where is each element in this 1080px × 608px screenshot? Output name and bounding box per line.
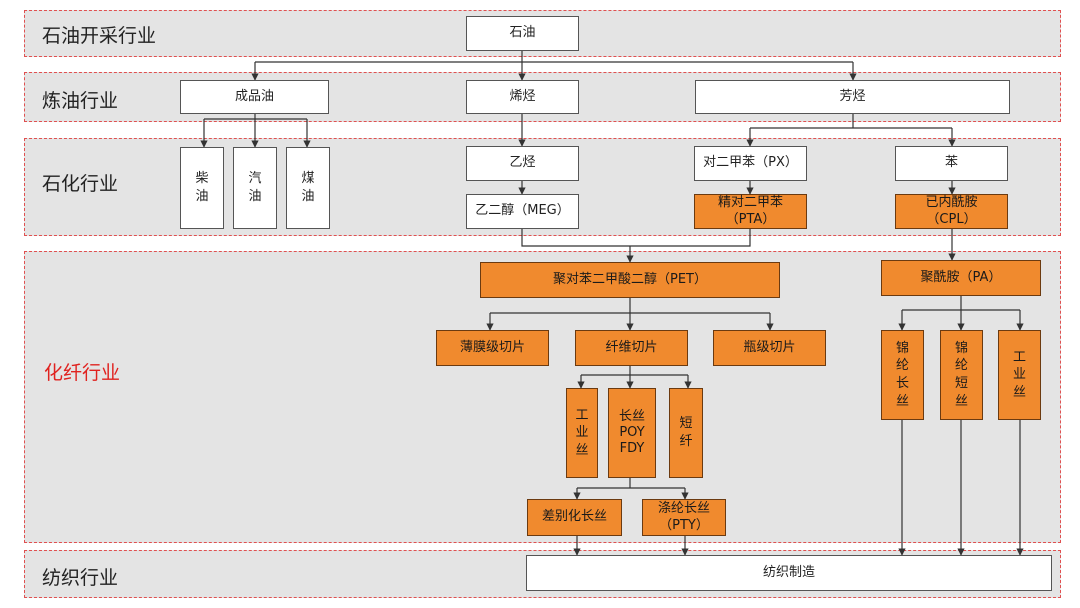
node-nylon-filament: 锦 纶 长 丝 (881, 330, 924, 420)
node-bottle-chips: 瓶级切片 (713, 330, 826, 366)
node-gasoline: 汽 油 (233, 147, 277, 229)
node-textile-mfg: 纺织制造 (526, 555, 1052, 591)
node-cpl: 已内酰胺 （CPL） (895, 194, 1008, 229)
label-petrochemical: 石化行业 (42, 173, 119, 195)
label-oil-extraction: 石油开采行业 (42, 25, 157, 47)
label-refining: 炼油行业 (42, 90, 119, 112)
node-nylon-staple: 锦 纶 短 丝 (940, 330, 983, 420)
node-differential: 差别化长丝 (527, 499, 622, 536)
node-industrial-yarn: 工 业 丝 (566, 388, 598, 478)
node-aromatics: 芳烃 (695, 80, 1010, 114)
node-fiber-chips: 纤维切片 (575, 330, 688, 366)
node-benzene: 苯 (895, 146, 1008, 181)
node-staple: 短 纤 (669, 388, 703, 478)
node-kerosene: 煤 油 (286, 147, 330, 229)
node-nylon-industrial: 工 业 丝 (998, 330, 1041, 420)
node-pta: 精对二甲苯 （PTA） (694, 194, 807, 229)
node-olefins: 烯烃 (466, 80, 579, 114)
node-pet: 聚对苯二甲酸二醇（PET） (480, 262, 780, 298)
node-ethylene: 乙烃 (466, 146, 579, 181)
node-oil: 石油 (466, 16, 579, 51)
node-diesel: 柴 油 (180, 147, 224, 229)
node-filament: 长丝 POY FDY (608, 388, 656, 478)
label-chemical-fiber: 化纤行业 (44, 362, 121, 384)
node-refined-oil: 成品油 (180, 80, 329, 114)
node-pa: 聚酰胺（PA） (881, 260, 1041, 296)
node-pty: 涤纶长丝 （PTY） (642, 499, 726, 536)
node-px: 对二甲苯（PX） (694, 146, 807, 181)
node-film-chips: 薄膜级切片 (436, 330, 549, 366)
label-textile: 纺织行业 (42, 567, 119, 589)
node-meg: 乙二醇（MEG） (466, 194, 579, 229)
